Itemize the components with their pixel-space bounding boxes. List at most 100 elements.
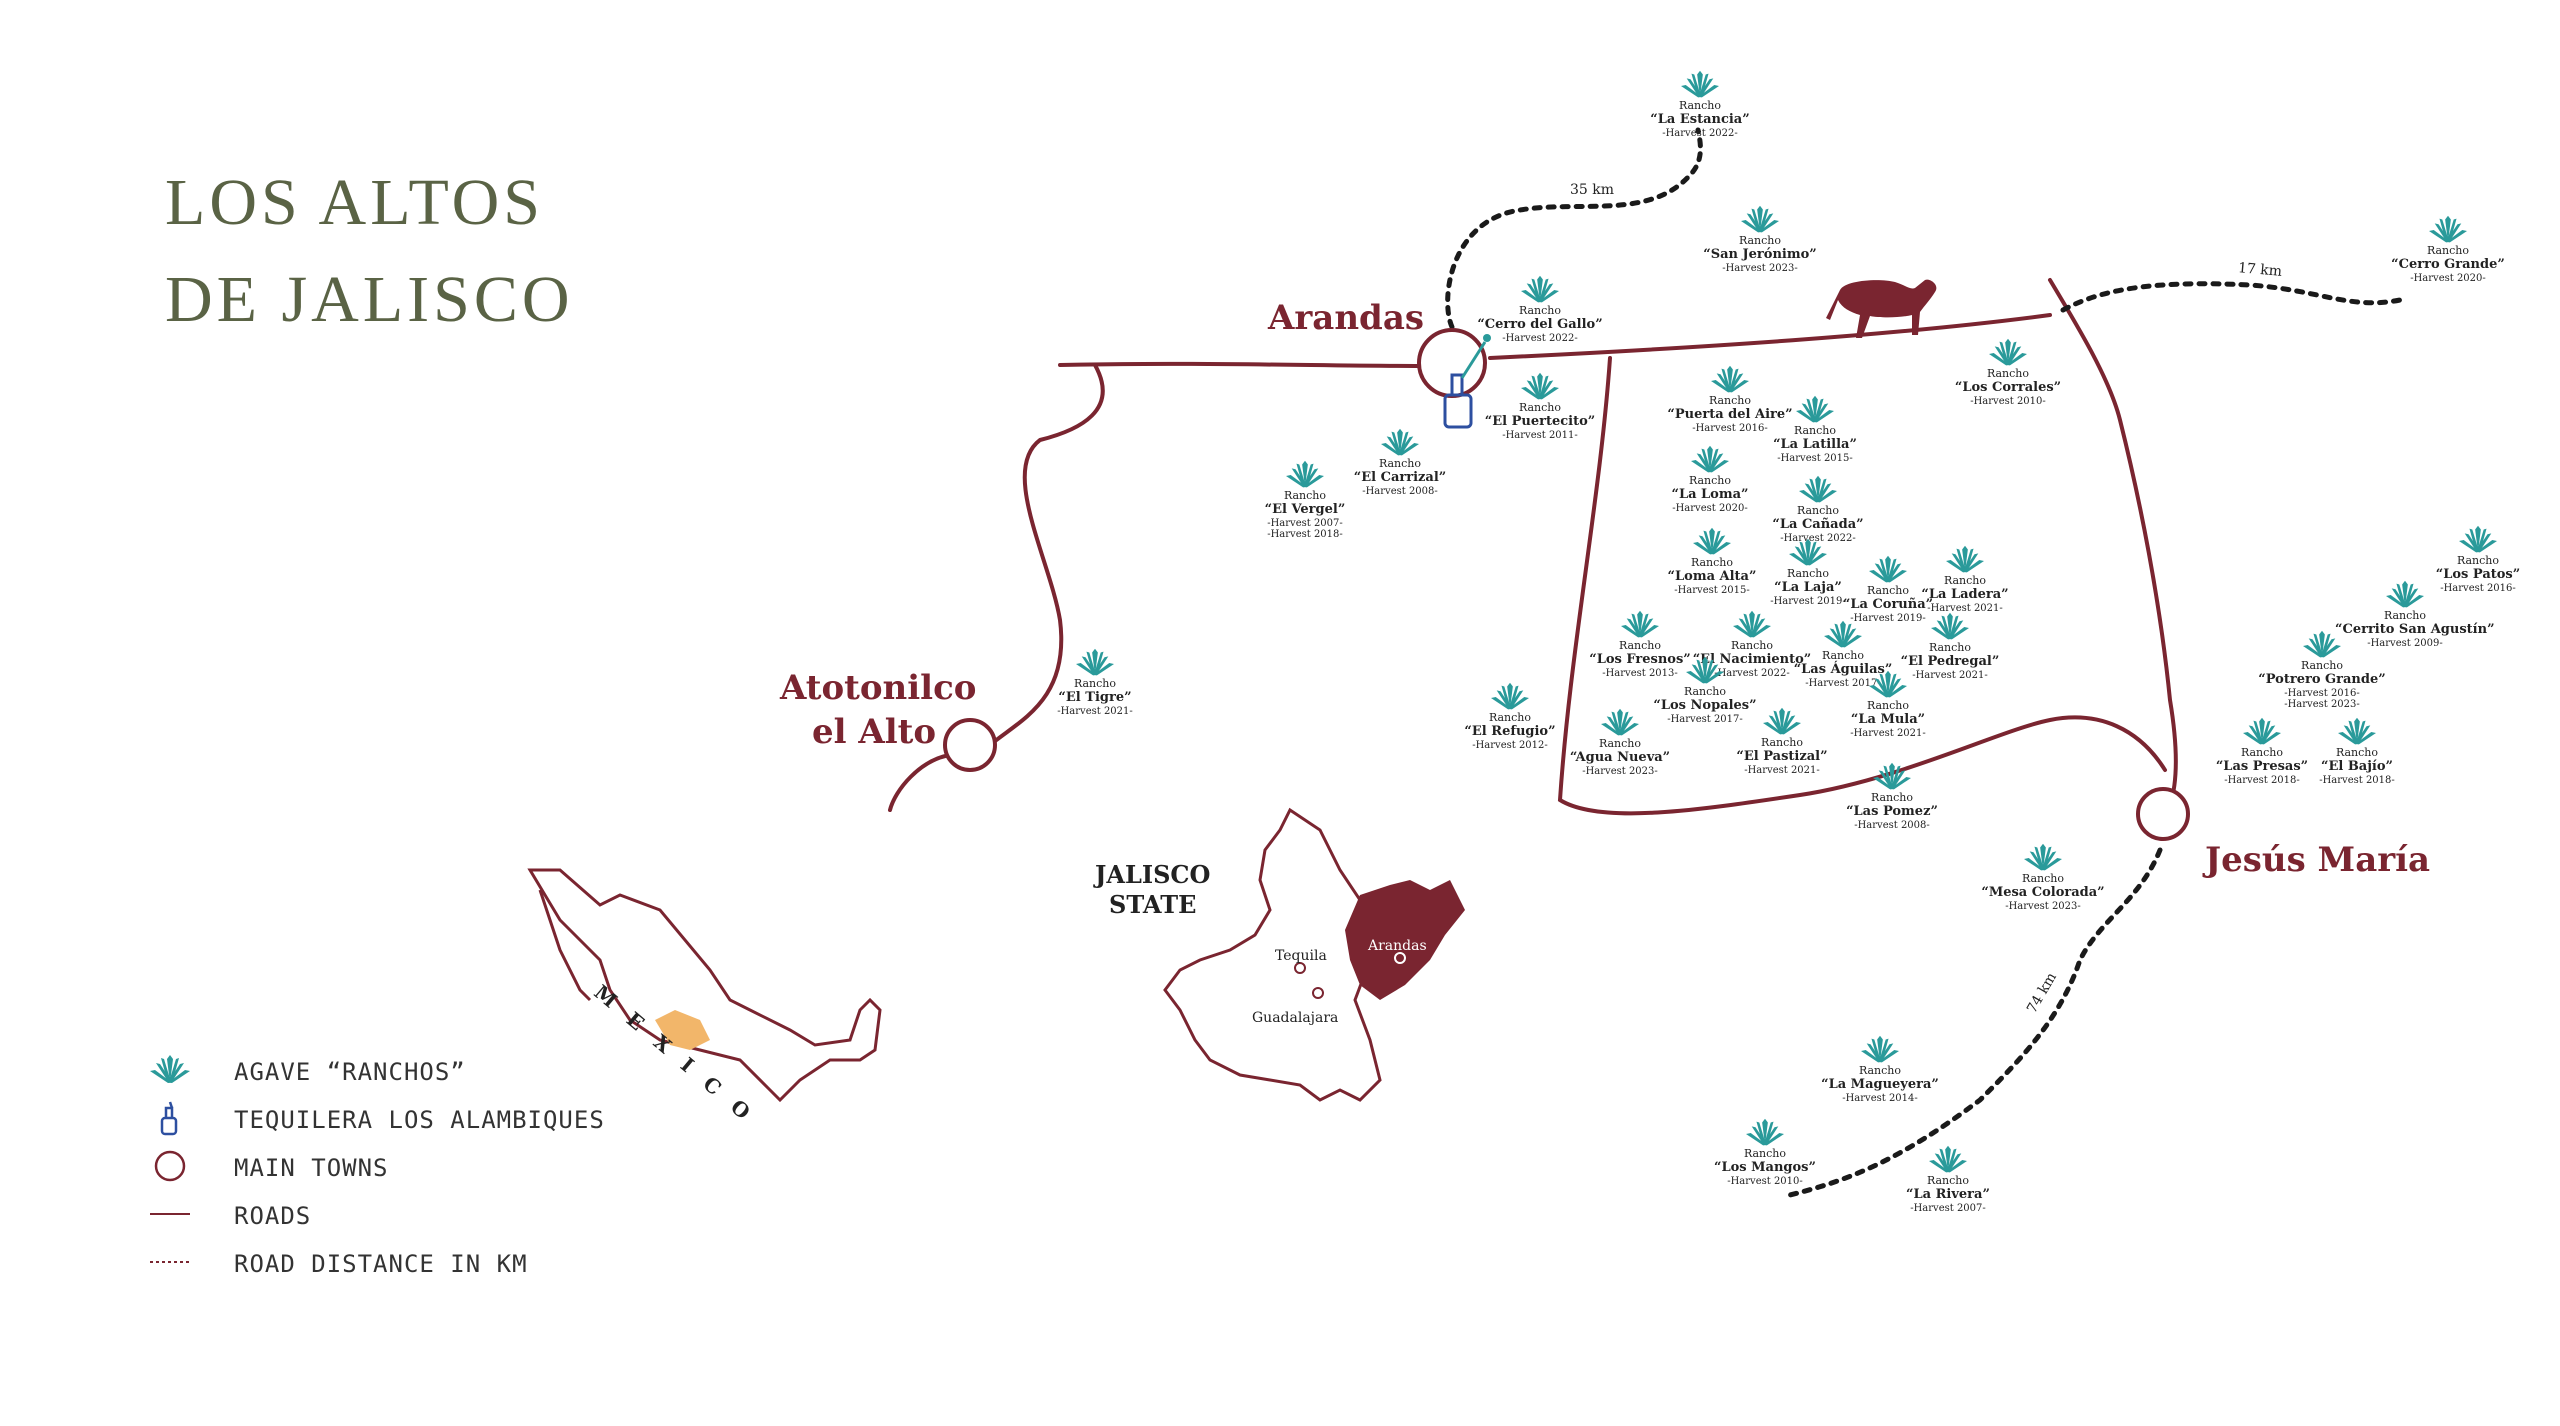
rancho-name: “El Nacimiento” bbox=[1692, 651, 1812, 667]
road-arandas-east bbox=[1488, 313, 2052, 360]
rancho-marker: Rancho“La Loma”-Harvest 2020- bbox=[1640, 445, 1780, 514]
rancho-harvest: -Harvest 2022- bbox=[1662, 127, 1738, 139]
rancho-harvest: -Harvest 2007- bbox=[1267, 517, 1343, 529]
rancho-marker: Rancho“El Puertecito”-Harvest 2011- bbox=[1470, 372, 1610, 441]
rancho-prefix: Rancho bbox=[2456, 554, 2500, 567]
rancho-marker: Rancho“La Coruña”-Harvest 2019- bbox=[1818, 555, 1958, 624]
rancho-prefix: Rancho bbox=[2021, 872, 2065, 885]
rancho-prefix: Rancho bbox=[1793, 424, 1837, 437]
rancho-name: “El Puertecito” bbox=[1484, 413, 1596, 429]
rancho-prefix: Rancho bbox=[1678, 99, 1722, 112]
rancho-name: “La Mula” bbox=[1850, 711, 1926, 727]
rancho-marker: Rancho“San Jerónimo”-Harvest 2023- bbox=[1690, 205, 1830, 274]
rancho-name: “Las Presas” bbox=[2215, 758, 2309, 774]
agave-icon bbox=[1521, 275, 1559, 305]
rancho-harvest: -Harvest 2010- bbox=[1727, 1175, 1803, 1187]
rancho-name: “San Jerónimo” bbox=[1703, 246, 1817, 262]
rancho-prefix: Rancho bbox=[1688, 474, 1732, 487]
dashed-line-icon bbox=[150, 1261, 190, 1263]
rancho-prefix: Rancho bbox=[1821, 649, 1865, 662]
road-inner-loop bbox=[1557, 356, 2167, 816]
distance-roads bbox=[1445, 127, 2403, 1198]
road-east-loop bbox=[2048, 278, 2178, 807]
rancho-name: “Loma Alta” bbox=[1667, 568, 1757, 584]
agave-icon bbox=[1711, 365, 1749, 395]
agave-icon bbox=[150, 1050, 190, 1090]
rancho-harvest: -Harvest 2022- bbox=[1502, 332, 1578, 344]
rancho-harvest: -Harvest 2023- bbox=[1722, 262, 1798, 274]
rancho-marker: Rancho“Las Pomez”-Harvest 2008- bbox=[1822, 762, 1962, 831]
rancho-harvest: -Harvest 2021- bbox=[1850, 727, 1926, 739]
rancho-harvest: -Harvest 2015- bbox=[1777, 452, 1853, 464]
rancho-prefix: Rancho bbox=[1760, 736, 1804, 749]
rancho-harvest: -Harvest 2023- bbox=[1582, 765, 1658, 777]
legend-row-agave: AGAVE “RANCHOS” bbox=[150, 1050, 650, 1090]
jalisco-state-label: JALISCO STATE bbox=[1095, 860, 1210, 920]
rancho-marker: Rancho“La Mula”-Harvest 2021- bbox=[1818, 670, 1958, 739]
rancho-harvest: -Harvest 2013- bbox=[1602, 667, 1678, 679]
rancho-marker: Rancho“El Nacimiento”-Harvest 2022- bbox=[1682, 610, 1822, 679]
rancho-name: “Mesa Colorada” bbox=[1981, 884, 2105, 900]
jalisco-state-line2: STATE bbox=[1109, 890, 1197, 919]
rancho-name: “La Estancia” bbox=[1650, 111, 1750, 127]
rancho-marker: Rancho“La Latilla”-Harvest 2015- bbox=[1745, 395, 1885, 464]
rancho-marker: Rancho“La Ladera”-Harvest 2021- bbox=[1895, 545, 2035, 614]
rancho-marker: Rancho“El Bajío”-Harvest 2018- bbox=[2287, 717, 2427, 786]
rancho-name: “Los Corrales” bbox=[1954, 379, 2062, 395]
legend-row-towns: MAIN TOWNS bbox=[150, 1146, 650, 1186]
rancho-prefix: Rancho bbox=[1518, 304, 1562, 317]
rancho-name: “El Pedregal” bbox=[1900, 653, 2000, 669]
rancho-harvest: -Harvest 2019- bbox=[1770, 595, 1846, 607]
agave-icon bbox=[1746, 1118, 1784, 1148]
town-jesus-maria: Jesús María bbox=[2205, 840, 2431, 880]
inset-tequila-label: Tequila bbox=[1275, 948, 1327, 964]
jalisco-state-line1: JALISCO bbox=[1095, 860, 1211, 889]
agave-icon bbox=[1286, 460, 1324, 490]
road-atotonilco-west bbox=[888, 753, 952, 812]
rancho-harvest: -Harvest 2016- bbox=[2440, 582, 2516, 594]
horse-icon bbox=[1826, 279, 1937, 338]
dashed-road-los-mangos bbox=[1787, 847, 2163, 1198]
rancho-marker: Rancho“El Refugio”-Harvest 2012- bbox=[1440, 682, 1580, 751]
rancho-marker: Rancho“Los Corrales”-Harvest 2010- bbox=[1938, 338, 2078, 407]
distillery-icon bbox=[160, 1101, 178, 1136]
rancho-marker: Rancho“El Vergel”-Harvest 2007--Harvest … bbox=[1235, 460, 1375, 541]
rancho-prefix: Rancho bbox=[2426, 244, 2470, 257]
agave-icon bbox=[1381, 428, 1419, 458]
rancho-name: “Puerta del Aire” bbox=[1667, 406, 1793, 422]
rancho-harvest: -Harvest 2019- bbox=[1850, 612, 1926, 624]
agave-icon bbox=[1796, 395, 1834, 425]
agave-icon bbox=[1929, 1145, 1967, 1175]
legend-row-distance: ROAD DISTANCE IN KM bbox=[150, 1242, 650, 1282]
rancho-marker: Rancho“El Pastizal”-Harvest 2021- bbox=[1712, 707, 1852, 776]
rancho-name: “Los Mangos” bbox=[1714, 1159, 1816, 1175]
town-atotonilco-line1: Atotonilco bbox=[780, 668, 977, 708]
rancho-name: “Agua Nueva” bbox=[1569, 749, 1671, 765]
agave-icon bbox=[1521, 372, 1559, 402]
road-to-atotonilco bbox=[988, 363, 1105, 747]
rancho-marker: Rancho“Los Fresnos”-Harvest 2013- bbox=[1570, 610, 1710, 679]
agave-icon bbox=[1861, 1035, 1899, 1065]
agave-icon bbox=[2429, 215, 2467, 245]
roads bbox=[888, 278, 2178, 816]
rancho-name: “La Loma” bbox=[1671, 486, 1749, 502]
rancho-harvest: -Harvest 2023- bbox=[2005, 900, 2081, 912]
rancho-name: “El Tigre” bbox=[1058, 689, 1132, 705]
rancho-harvest: -Harvest 2008- bbox=[1854, 819, 1930, 831]
rancho-harvest: -Harvest 2021- bbox=[1744, 764, 1820, 776]
rancho-prefix: Rancho bbox=[2240, 746, 2284, 759]
agave-icon bbox=[1691, 445, 1729, 475]
rancho-prefix: Rancho bbox=[1738, 234, 1782, 247]
agave-icon bbox=[1621, 610, 1659, 640]
rancho-harvest: -Harvest 2016- bbox=[2284, 687, 2360, 699]
rancho-harvest: -Harvest 2021- bbox=[1057, 705, 1133, 717]
road-line-icon bbox=[150, 1213, 190, 1215]
agave-icon bbox=[1601, 708, 1639, 738]
distance-label-estancia: 35 km bbox=[1570, 182, 1615, 198]
rancho-harvest-2: -Harvest 2023- bbox=[2284, 699, 2360, 711]
rancho-prefix: Rancho bbox=[2335, 746, 2379, 759]
rancho-prefix: Rancho bbox=[2300, 659, 2344, 672]
rancho-marker: Rancho“Cerrito San Agustín”-Harvest 2009… bbox=[2335, 580, 2495, 649]
rancho-harvest: -Harvest 2020- bbox=[1672, 502, 1748, 514]
